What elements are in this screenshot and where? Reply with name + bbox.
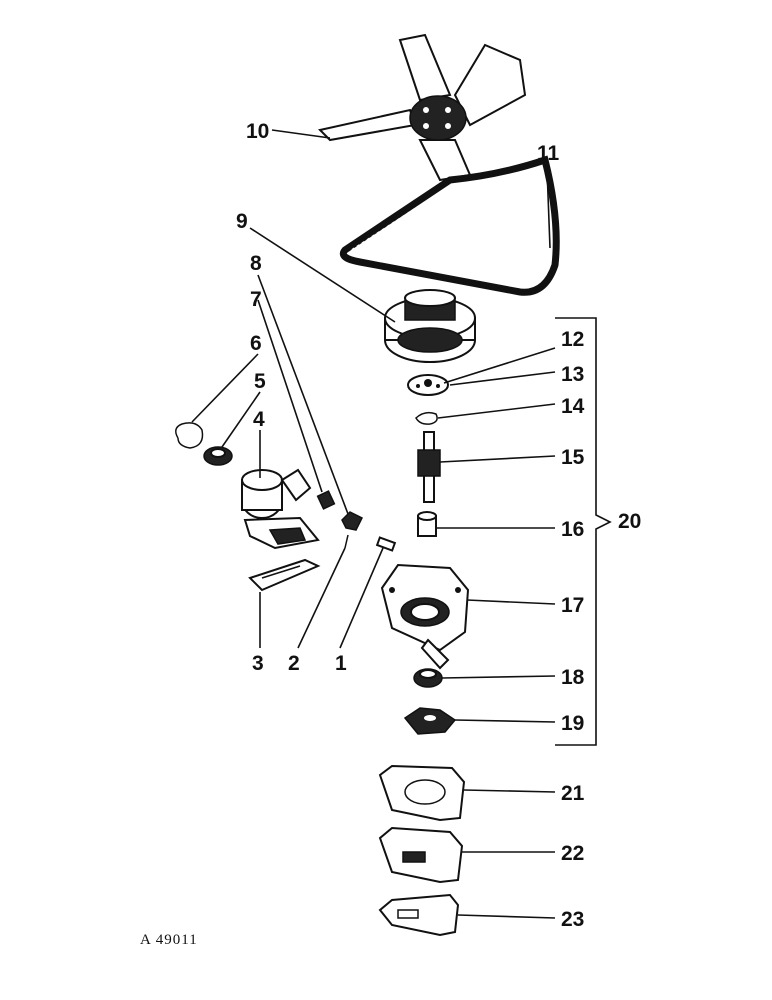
belt-part <box>339 155 560 296</box>
seal-part <box>417 511 437 537</box>
callout-11: 11 <box>537 142 560 165</box>
callout-2: 2 <box>288 652 300 675</box>
callout-8: 8 <box>250 252 262 275</box>
callout-3: 3 <box>252 652 264 675</box>
callout-9: 9 <box>236 210 248 233</box>
callout-22: 22 <box>561 842 584 865</box>
callout-15: 15 <box>561 446 585 469</box>
callout-12: 12 <box>561 328 584 351</box>
callout-1: 1 <box>335 652 347 675</box>
callout-17: 17 <box>561 594 584 617</box>
callout-10: 10 <box>246 120 269 143</box>
leader-lines <box>191 129 556 919</box>
snap-ring-part <box>415 411 438 425</box>
callout-16: 16 <box>561 518 584 541</box>
callout-18: 18 <box>561 666 585 689</box>
callout-7: 7 <box>250 288 262 311</box>
pin-part <box>375 536 397 552</box>
callout-6: 6 <box>250 332 262 355</box>
group-bracket <box>555 317 612 746</box>
back-plate-part <box>378 826 464 884</box>
callout-4: 4 <box>253 408 265 431</box>
pulley-part <box>384 289 476 363</box>
clamp-ring-part <box>175 422 204 449</box>
callout-23: 23 <box>561 908 584 931</box>
callout-21: 21 <box>561 782 585 805</box>
callout-20: 20 <box>618 510 641 533</box>
callout-5: 5 <box>254 370 266 393</box>
impeller-part <box>403 707 457 735</box>
shaft-bearing-part <box>417 431 441 503</box>
pump-body-part <box>380 563 470 670</box>
plug-part <box>316 490 336 510</box>
clip-part <box>341 511 364 549</box>
gasket-plate-part <box>378 893 460 937</box>
seal-assembly-part <box>413 668 443 688</box>
callout-labels: 10 11 9 8 7 6 5 4 3 2 1 12 13 14 15 16 2… <box>236 120 641 931</box>
callout-19: 19 <box>561 712 584 735</box>
hub-part <box>407 374 449 396</box>
thermostat-part <box>203 446 233 466</box>
callout-14: 14 <box>561 395 585 418</box>
gasket-part <box>378 764 466 822</box>
bracket-part <box>248 558 321 592</box>
thermostat-housing-part <box>241 468 320 550</box>
fan-part <box>318 33 527 182</box>
catalog-number: A 49011 <box>140 932 198 948</box>
callout-13: 13 <box>561 363 584 386</box>
